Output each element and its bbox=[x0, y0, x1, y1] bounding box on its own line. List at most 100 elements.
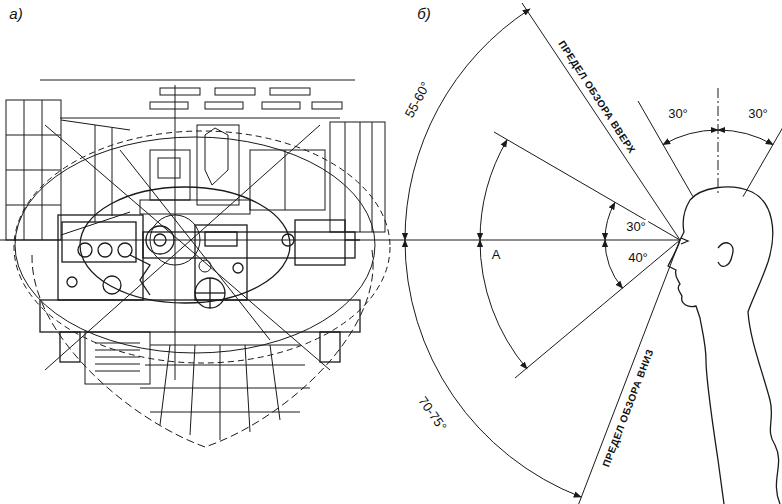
head-profile-part bbox=[690, 187, 780, 504]
background-machine-part bbox=[150, 150, 190, 200]
lathe-part bbox=[209, 278, 210, 308]
window-frame-part bbox=[6, 135, 61, 136]
ceiling-part bbox=[312, 102, 342, 109]
window-frame-part bbox=[6, 170, 61, 171]
sight-lines-part bbox=[515, 240, 680, 378]
lathe-part bbox=[195, 278, 225, 308]
ceiling-part bbox=[40, 80, 355, 81]
visual-field-ellipses-part bbox=[175, 85, 176, 380]
lathe-part bbox=[295, 220, 345, 265]
control-box-part bbox=[95, 364, 140, 365]
floor-grid-part bbox=[270, 345, 280, 420]
control-box bbox=[85, 332, 150, 384]
visual-field-ellipses-part bbox=[45, 125, 330, 370]
ceiling-part bbox=[270, 88, 310, 95]
angle-value: 30° bbox=[624, 220, 648, 234]
visual-field-ellipses-part bbox=[32, 250, 373, 447]
lathe-part bbox=[130, 255, 150, 295]
angle-arcs-part bbox=[480, 240, 527, 369]
visual-field-ellipses-part bbox=[45, 125, 320, 370]
wall-columns-part bbox=[330, 122, 385, 232]
angle-value: 30° bbox=[666, 107, 690, 121]
wall-columns-part bbox=[285, 150, 286, 210]
visual-field-ellipses-part bbox=[15, 137, 375, 353]
ceiling-part bbox=[215, 88, 255, 95]
angle-value: 55-60° bbox=[402, 78, 435, 122]
wall-columns-part bbox=[372, 122, 373, 232]
lathe-part bbox=[320, 332, 340, 362]
visual-field-ellipses bbox=[0, 85, 400, 447]
head-profile-part bbox=[718, 243, 733, 266]
lathe bbox=[40, 215, 360, 362]
part-letter: а) bbox=[7, 6, 24, 23]
control-box-part bbox=[85, 332, 150, 384]
angle-value: 70-75° bbox=[414, 393, 450, 436]
window-frame-part bbox=[6, 100, 61, 240]
sight-lines-part bbox=[743, 101, 782, 197]
wall-columns-part bbox=[250, 150, 325, 210]
sight-lines-part bbox=[576, 240, 680, 504]
visual-field-ellipses-part bbox=[0, 240, 400, 241]
lathe-part bbox=[98, 243, 112, 257]
floor-grid-part bbox=[140, 388, 310, 389]
sight-lines-part bbox=[718, 88, 719, 195]
ceiling-part bbox=[150, 102, 188, 109]
angle-arcs-part bbox=[605, 240, 623, 288]
limit-caption: ПРЕДЕЛ ОБЗОРА ВНИЗ bbox=[600, 346, 657, 471]
visual-field-ellipses-part bbox=[120, 150, 270, 340]
angle-arcs-part bbox=[405, 9, 530, 240]
angle-arcs-part bbox=[663, 130, 718, 145]
control-box-part bbox=[95, 350, 140, 351]
angle-arcs-part bbox=[405, 240, 581, 497]
lathe-part bbox=[118, 243, 132, 257]
lathe-part bbox=[67, 277, 77, 287]
angle-arcs-part bbox=[480, 140, 507, 240]
floor-grid-part bbox=[220, 345, 221, 440]
window-frame bbox=[6, 100, 130, 240]
floor-grid-part bbox=[145, 365, 305, 366]
ceiling-part bbox=[160, 88, 200, 95]
background-machine-part bbox=[158, 158, 180, 178]
limit-caption: ПРЕДЕЛ ОБЗОРА ВВЕРХ bbox=[555, 37, 638, 157]
background-machine bbox=[140, 125, 250, 214]
control-box-part bbox=[95, 371, 140, 372]
floor-grid-part bbox=[150, 345, 300, 346]
floor-grid-part bbox=[190, 345, 195, 435]
angle-arcs-part bbox=[718, 130, 773, 145]
point-letter: А bbox=[490, 248, 503, 262]
angle-value: 30° bbox=[746, 107, 770, 121]
ceiling-part bbox=[262, 102, 300, 109]
floor-grid-part bbox=[150, 412, 300, 413]
background-machine-part bbox=[205, 128, 228, 185]
wall-columns-part bbox=[360, 122, 361, 232]
window-frame-part bbox=[95, 125, 96, 222]
ceiling-part bbox=[205, 102, 243, 109]
sight-lines-part bbox=[522, 3, 680, 240]
lathe-part bbox=[103, 276, 121, 294]
angle-arcs-part bbox=[605, 203, 615, 241]
window-frame-part bbox=[6, 205, 61, 206]
lathe-part bbox=[205, 232, 237, 246]
wall-columns-part bbox=[345, 122, 346, 232]
sight-lines-part bbox=[638, 101, 693, 197]
control-box-part bbox=[95, 357, 140, 358]
part-letter: б) bbox=[415, 6, 432, 23]
floor-grid bbox=[140, 345, 310, 440]
lathe-part bbox=[233, 263, 243, 273]
lathe-part bbox=[195, 225, 247, 300]
angle-value: 40° bbox=[626, 251, 650, 265]
visual-field-ellipses-part bbox=[14, 131, 390, 363]
lathe-part bbox=[58, 215, 143, 300]
ceiling bbox=[40, 80, 355, 118]
angle-arcs bbox=[405, 9, 773, 497]
sight-lines-part bbox=[400, 240, 680, 241]
ceiling-part bbox=[60, 118, 340, 119]
head-profile-part bbox=[668, 200, 724, 504]
sight-lines-part bbox=[494, 132, 680, 240]
lathe-part bbox=[62, 222, 136, 262]
head-profile-part bbox=[681, 238, 688, 244]
floor-grid-part bbox=[245, 345, 250, 432]
sight-lines bbox=[400, 3, 782, 504]
